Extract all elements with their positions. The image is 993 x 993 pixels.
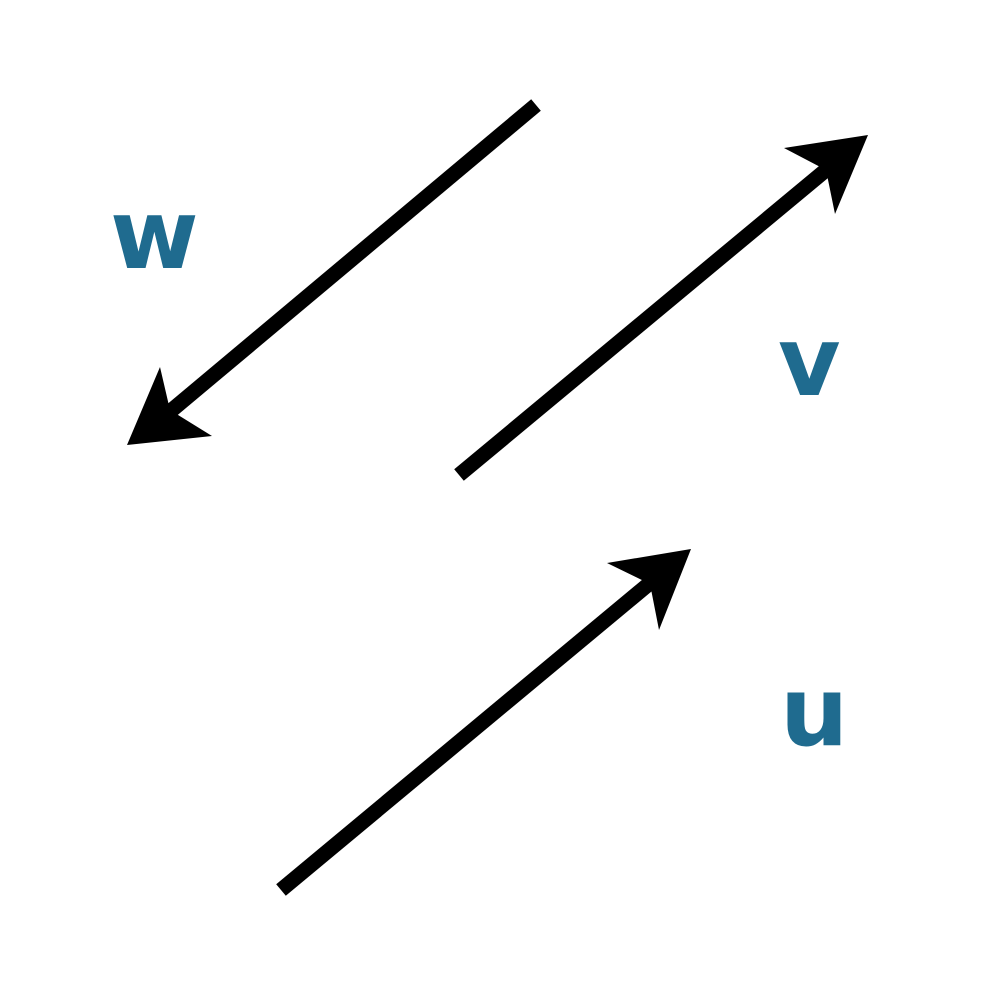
vector-w-label: w [110,179,199,291]
vector-v: v [454,135,868,481]
vector-v-shaft [454,154,843,481]
vector-w-shaft [155,99,541,426]
vector-v-label: v [778,306,841,418]
vector-u-label: u [780,656,848,768]
vector-u-shaft [276,567,667,896]
vector-u: u [276,549,848,896]
vector-w-arrowhead [127,367,212,445]
vector-w: w [110,99,541,445]
vector-v-arrowhead [784,135,868,214]
vector-u-arrowhead [607,549,691,630]
